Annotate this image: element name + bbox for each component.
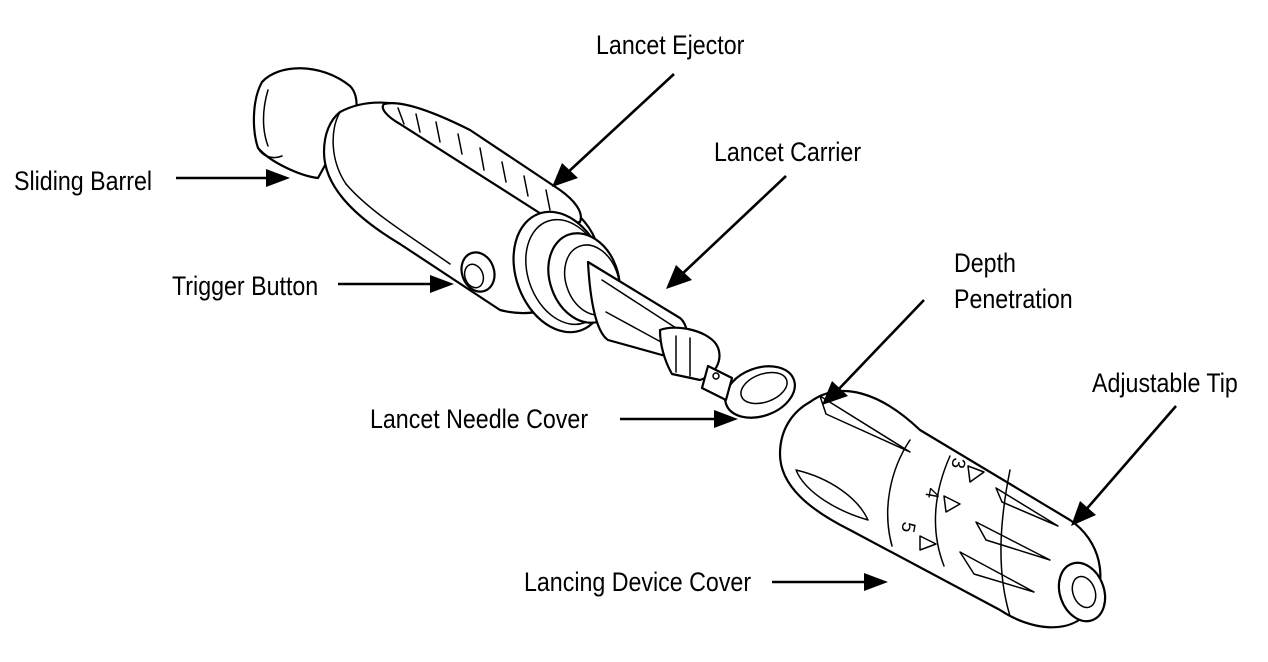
dial-number-4: 4 [920, 486, 943, 500]
depth-dial: 3 4 5 [896, 456, 985, 551]
adjustable-tip-shape [959, 469, 1107, 623]
lancing-device-body [252, 67, 796, 419]
lancet-ejector-slider [381, 102, 582, 228]
label-lancet-ejector: Lancet Ejector [596, 30, 744, 60]
label-depth-penetration-line1: Depth [954, 248, 1016, 278]
label-depth-penetration-line2: Penetration [954, 284, 1073, 314]
lancet-carrier-shape [586, 260, 721, 382]
label-sliding-barrel: Sliding Barrel [14, 166, 152, 196]
label-adjustable-tip: Adjustable Tip [1092, 368, 1238, 398]
callout-arrows [176, 73, 1177, 591]
callout-labels: Lancet Ejector Lancet Carrier Sliding Ba… [14, 30, 1238, 597]
label-lancet-carrier: Lancet Carrier [714, 137, 861, 167]
lancing-device-cover-shape: 3 4 5 [778, 389, 1107, 629]
label-lancing-device-cover: Lancing Device Cover [524, 567, 751, 597]
dial-number-3: 3 [946, 456, 969, 470]
lancet-needle-cover-shape [700, 364, 796, 419]
dial-number-5: 5 [896, 520, 919, 534]
label-lancet-needle-cover: Lancet Needle Cover [370, 404, 588, 434]
label-trigger-button: Trigger Button [172, 271, 318, 301]
trigger-button-shape [460, 251, 496, 293]
